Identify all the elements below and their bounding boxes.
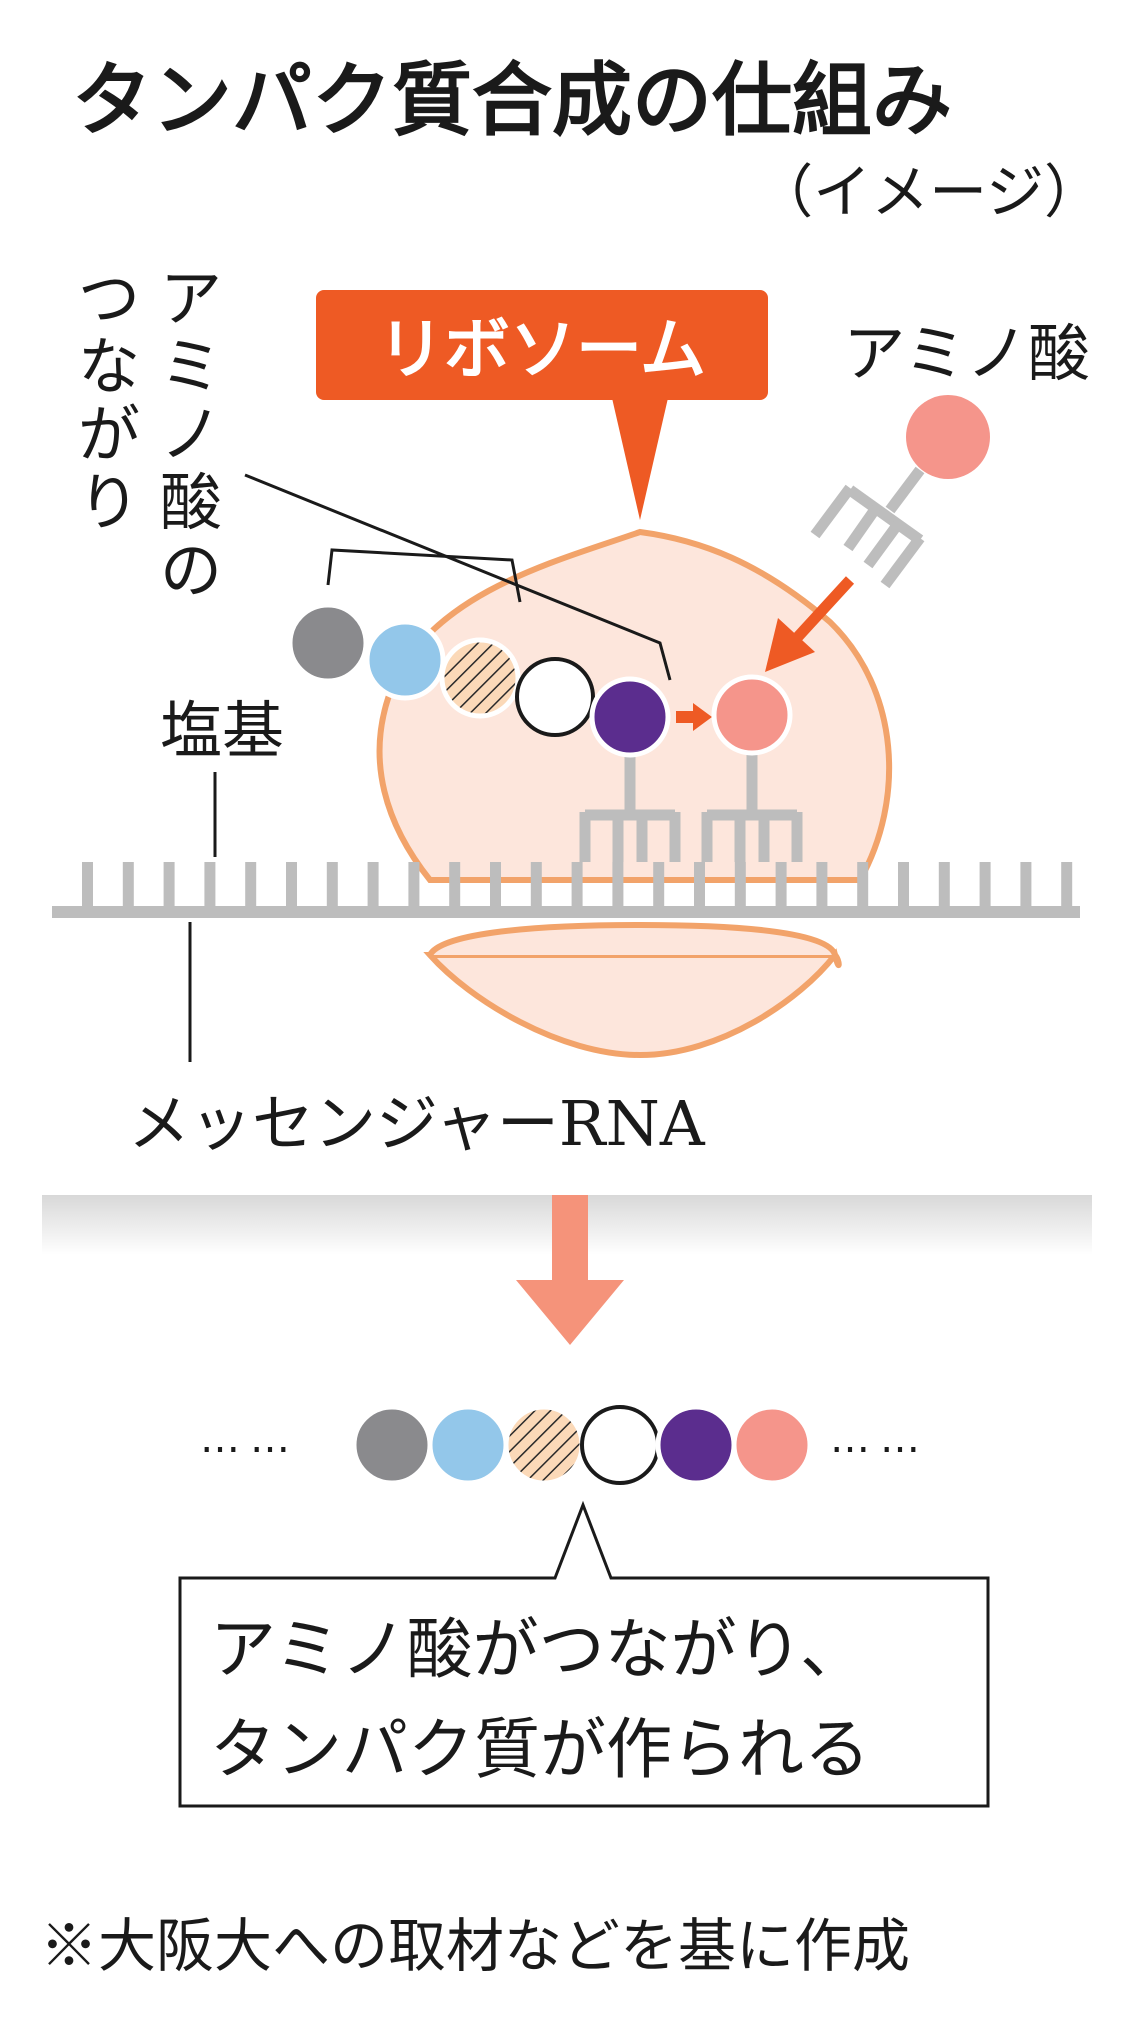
mrna-base (612, 862, 624, 910)
mrna-base (163, 862, 175, 910)
amino-acid-bead-hatched (439, 637, 521, 719)
result-line1: アミノ酸がつながり、 (210, 1611, 866, 1688)
amino-acid-bead-gray (287, 602, 369, 684)
mrna-base (653, 862, 665, 910)
trna-right (701, 745, 803, 862)
mrna-label: メッセンジャーRNA (128, 1087, 706, 1160)
result-callout-box (178, 1500, 990, 1808)
ribosome-label-box (316, 290, 768, 400)
chain-label-line1: アミノ酸の (160, 262, 222, 607)
mrna-base (775, 862, 787, 910)
amino-acid-bead-light-blue (364, 619, 446, 701)
amino-acid-bead-hatched (503, 1404, 585, 1486)
mrna-base (857, 862, 869, 910)
free-amino-acid (906, 395, 990, 479)
page-title: タンパク質合成の仕組み (72, 54, 952, 147)
mrna-base (82, 862, 93, 910)
mrna-base (490, 862, 501, 910)
mrna-base (571, 862, 583, 910)
ribosome-label: リボソーム (378, 311, 706, 388)
mrna-base (408, 862, 420, 910)
mrna-base (367, 862, 379, 910)
amino-acid-bead-purple (655, 1404, 737, 1486)
amino-acid-bead-white (580, 1405, 660, 1485)
amino-acid-bead-white (515, 657, 595, 737)
protein-chain (351, 1404, 813, 1486)
mrna-base (204, 862, 216, 910)
dots-right: …… (830, 1416, 930, 1462)
amino-acid-bead-light-blue (427, 1404, 509, 1486)
mrna-base (245, 862, 257, 910)
incoming-amino-acid (711, 674, 793, 756)
ribosome-small-subunit (423, 948, 842, 1059)
amino-acid-bead-gray (351, 1404, 433, 1486)
dots-left: …… (200, 1416, 300, 1462)
amino-acid-chain (287, 602, 671, 758)
footnote: ※大阪大への取材などを基に作成 (40, 1912, 910, 1980)
chain-label-line2: つながり (78, 262, 140, 539)
free-trna (810, 466, 925, 589)
page-subtitle: （イメージ） (755, 158, 1102, 226)
mrna-base (734, 862, 746, 910)
mrna-strand (52, 862, 1080, 918)
amino-acid-label: アミノ酸 (843, 317, 1090, 390)
mrna-base (326, 862, 338, 910)
mrna-base (938, 862, 950, 910)
result-line2: タンパク質が作られる (210, 1711, 870, 1788)
mrna-base (1061, 862, 1073, 910)
ribosome-small-subunit-cap (427, 921, 838, 957)
result-arrow (516, 1195, 624, 1345)
base-label: 塩基 (160, 694, 284, 767)
mrna-base (816, 862, 828, 910)
amino-acid-bead-salmon (731, 1404, 813, 1486)
chain-brackets (244, 473, 672, 681)
incoming-arrow (765, 576, 855, 672)
peptide-bond-arrow (676, 703, 712, 731)
mrna-base (530, 862, 542, 910)
mrna-base (1020, 862, 1032, 910)
mrna-base (286, 862, 297, 910)
mrna-base (898, 862, 909, 910)
ribosome-label-pointer (612, 398, 668, 520)
mrna-base (979, 862, 991, 910)
chain-vertical-label: アミノ酸の つながり (78, 262, 222, 607)
mrna-base (694, 862, 705, 910)
mrna-base (122, 862, 134, 910)
mrna-base (449, 862, 461, 910)
amino-acid-bead-purple (589, 676, 671, 758)
